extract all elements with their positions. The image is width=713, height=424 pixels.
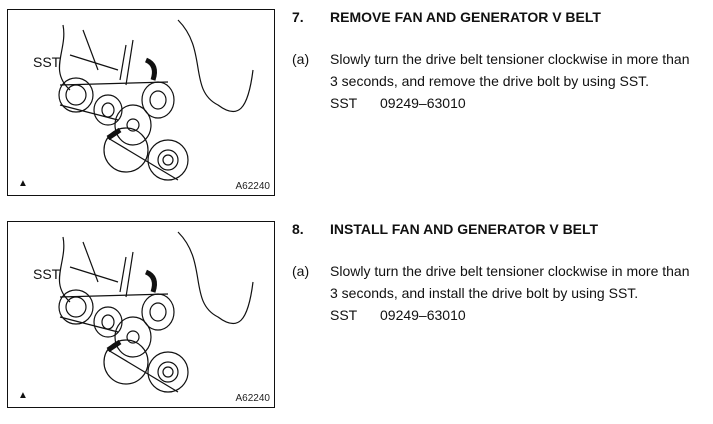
belt-drawing-icon — [58, 231, 254, 393]
step-number: 7. — [292, 9, 304, 25]
belt-drawing-icon — [58, 19, 254, 181]
sub-step-label: (a) — [292, 263, 310, 279]
figure-code: A62240 — [235, 393, 270, 404]
instruction-line: Slowly turn the drive belt tensioner clo… — [330, 263, 690, 279]
sst-value: 09249–63010 — [380, 95, 466, 111]
step-title: REMOVE FAN AND GENERATOR V BELT — [330, 9, 601, 25]
figure-code: A62240 — [235, 181, 270, 192]
instruction-line: Slowly turn the drive belt tensioner clo… — [330, 51, 690, 67]
sst-key: SST — [330, 307, 358, 323]
sst-part-number: SST 09249–63010 — [330, 304, 710, 326]
sub-step-label: (a) — [292, 51, 310, 67]
manual-icon: ▲ — [18, 178, 28, 189]
step-number: 8. — [292, 221, 304, 237]
sst-callout-label: SST — [33, 266, 61, 282]
sst-value: 09249–63010 — [380, 307, 466, 323]
manual-icon: ▲ — [18, 390, 28, 401]
belt-illustration-remove: SST ▲ A62240 — [7, 9, 275, 196]
instruction-line: 3 seconds, and install the drive bolt by… — [330, 285, 639, 301]
step-title: INSTALL FAN AND GENERATOR V BELT — [330, 221, 599, 237]
sst-key: SST — [330, 95, 358, 111]
belt-illustration-install: SST ▲ A62240 — [7, 221, 275, 408]
sst-callout-label: SST — [33, 54, 61, 70]
instruction-line: 3 seconds, and remove the drive bolt by … — [330, 73, 650, 89]
sub-step-text: Slowly turn the drive belt tensioner clo… — [330, 260, 710, 326]
sst-part-number: SST 09249–63010 — [330, 92, 710, 114]
sub-step-text: Slowly turn the drive belt tensioner clo… — [330, 48, 710, 114]
